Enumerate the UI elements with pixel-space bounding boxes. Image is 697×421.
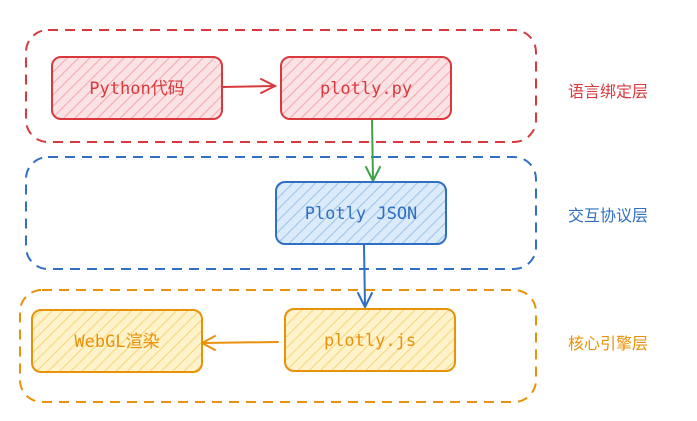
engine-layer-label: 核心引擎层 bbox=[568, 334, 648, 353]
node-plotly-py: plotly.py bbox=[280, 56, 452, 120]
arrow-python-to-plotly-py bbox=[221, 78, 278, 94]
node-python-code-label: Python代码 bbox=[89, 79, 184, 99]
node-webgl-render: WebGL渲染 bbox=[31, 309, 203, 373]
node-plotly-py-label: plotly.py bbox=[320, 79, 412, 99]
arrow-plotly-js-to-webgl bbox=[199, 335, 279, 351]
node-python-code: Python代码 bbox=[51, 56, 223, 120]
protocol-layer-box bbox=[25, 156, 537, 270]
protocol-layer-label: 交互协议层 bbox=[568, 206, 648, 225]
arrow-plotly-py-to-json bbox=[365, 119, 381, 184]
binding-layer-label: 语言绑定层 bbox=[568, 82, 648, 101]
node-plotly-js: plotly.js bbox=[284, 308, 456, 372]
arrow-json-to-plotly-js bbox=[357, 244, 373, 310]
node-plotly-json-label: Plotly JSON bbox=[305, 204, 418, 224]
node-plotly-json: Plotly JSON bbox=[275, 181, 447, 245]
binding-layer-box bbox=[25, 29, 537, 143]
node-plotly-js-label: plotly.js bbox=[324, 331, 416, 351]
node-webgl-render-label: WebGL渲染 bbox=[74, 332, 159, 352]
